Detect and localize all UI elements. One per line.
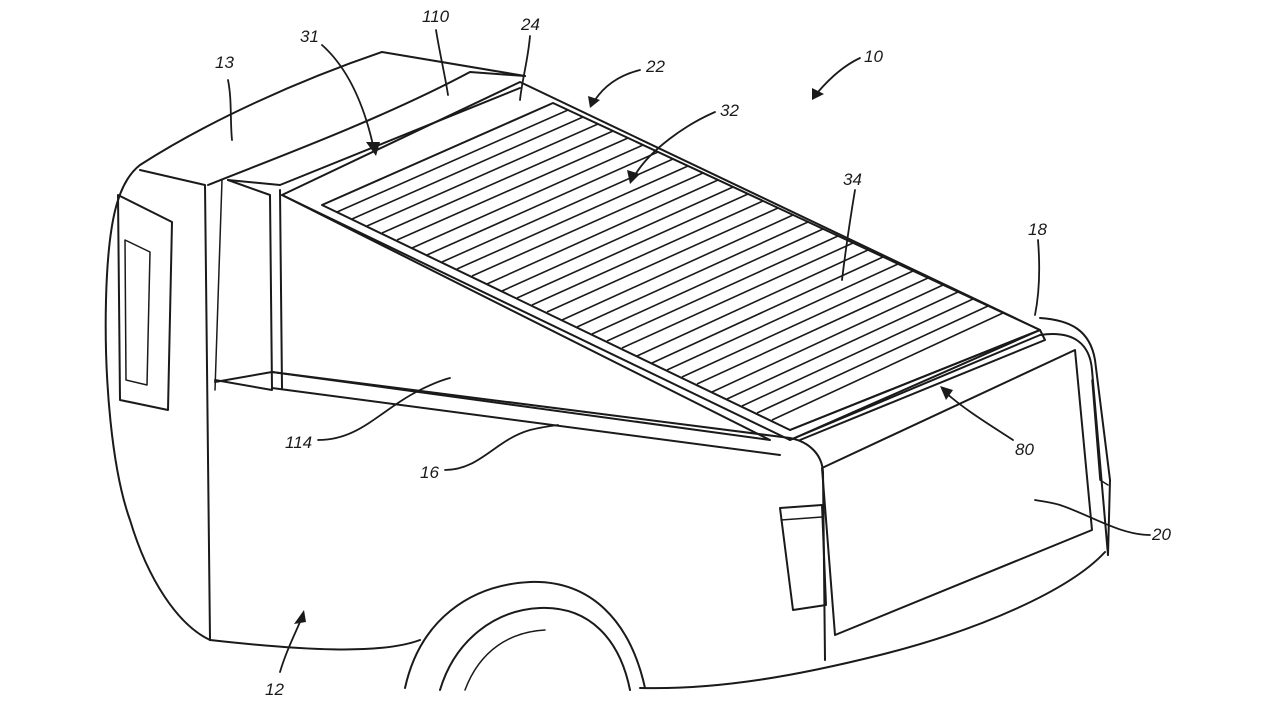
slat — [336, 109, 569, 213]
cab-outline — [104, 51, 383, 641]
slat — [771, 312, 1004, 421]
leader-18 — [1034, 239, 1041, 316]
leader-24 — [519, 35, 531, 101]
leader-16 — [444, 424, 559, 471]
label-34: 34 — [843, 170, 862, 189]
slat — [576, 221, 809, 328]
slat — [456, 165, 689, 270]
wheel-arch-outer — [404, 580, 646, 689]
slat — [696, 277, 929, 385]
slat — [621, 242, 854, 349]
leader-13 — [227, 79, 233, 141]
arrow-32 — [627, 170, 640, 184]
slat — [471, 172, 704, 277]
label-31: 31 — [300, 27, 319, 46]
leader-34 — [841, 189, 856, 281]
label-10: 10 — [864, 47, 883, 66]
rear-corner — [1039, 317, 1111, 556]
slat — [501, 186, 734, 292]
label-110: 110 — [422, 7, 450, 26]
slat — [486, 179, 719, 285]
wheel-arch-liner — [464, 629, 546, 691]
label-18: 18 — [1028, 220, 1047, 239]
slat — [651, 256, 884, 364]
slat — [666, 263, 899, 371]
arrow-31 — [366, 142, 380, 156]
tail-light-line — [780, 516, 823, 521]
tailgate-panel — [821, 349, 1093, 636]
slat — [351, 116, 584, 220]
cover-slats — [336, 109, 1004, 421]
label-80: 80 — [1015, 440, 1034, 459]
leader-20 — [1034, 499, 1151, 536]
wheel-arch-inner — [439, 606, 631, 691]
tonneau-cover — [281, 81, 1046, 441]
leader-114 — [317, 377, 451, 441]
roof-panel — [207, 71, 526, 186]
leader-31 — [321, 44, 374, 146]
slat — [561, 214, 794, 321]
bed-side-wall — [214, 371, 826, 661]
leader-lines — [227, 29, 1151, 673]
leader-32 — [634, 111, 716, 176]
slat — [531, 200, 764, 306]
leader-80 — [944, 391, 1014, 441]
slat — [636, 249, 869, 357]
side-panel-wedge — [271, 194, 771, 441]
label-32: 32 — [720, 101, 739, 120]
label-114: 114 — [285, 433, 312, 452]
slat — [396, 137, 629, 241]
tail-light — [779, 504, 827, 611]
slat — [726, 291, 959, 400]
rocker-line-rear — [639, 551, 1106, 690]
rocker-line — [209, 639, 421, 651]
cover-frame-outer — [281, 81, 1041, 441]
cover-rear-trim — [789, 329, 1046, 441]
slat — [381, 130, 614, 234]
cab-rear-edge — [381, 51, 526, 77]
arrow-12 — [294, 610, 306, 624]
cab-side-window — [117, 194, 173, 411]
leader-12 — [279, 621, 301, 673]
cab-pillar — [139, 169, 211, 641]
cab-side-window-inner — [124, 239, 151, 386]
slat — [591, 228, 824, 335]
rear-corner-seam — [1091, 379, 1109, 486]
bulkhead-face — [279, 189, 283, 389]
label-20: 20 — [1151, 525, 1171, 544]
arrow-22 — [588, 96, 600, 108]
leader-110 — [435, 29, 449, 96]
label-24: 24 — [520, 15, 540, 34]
label-13: 13 — [215, 53, 234, 72]
bed-rail-edge — [271, 387, 781, 456]
label-12: 12 — [265, 680, 284, 699]
slat — [606, 235, 839, 342]
slat — [546, 207, 779, 313]
slat — [681, 270, 914, 378]
reference-labels: 13 31 110 24 22 10 32 34 18 114 16 80 20… — [215, 7, 1171, 699]
slat — [411, 144, 644, 249]
cab-pillar-inner — [214, 179, 223, 391]
slat — [426, 151, 659, 256]
slat — [741, 298, 974, 407]
arrow-10 — [812, 88, 824, 100]
leader-22 — [594, 69, 641, 101]
slat — [711, 284, 944, 393]
slat — [516, 193, 749, 299]
label-22: 22 — [645, 57, 665, 76]
bulkhead — [214, 179, 273, 391]
slat — [756, 305, 989, 414]
leader-10 — [817, 57, 861, 93]
arrow-80 — [940, 386, 953, 400]
slat — [366, 123, 599, 227]
label-16: 16 — [420, 463, 439, 482]
